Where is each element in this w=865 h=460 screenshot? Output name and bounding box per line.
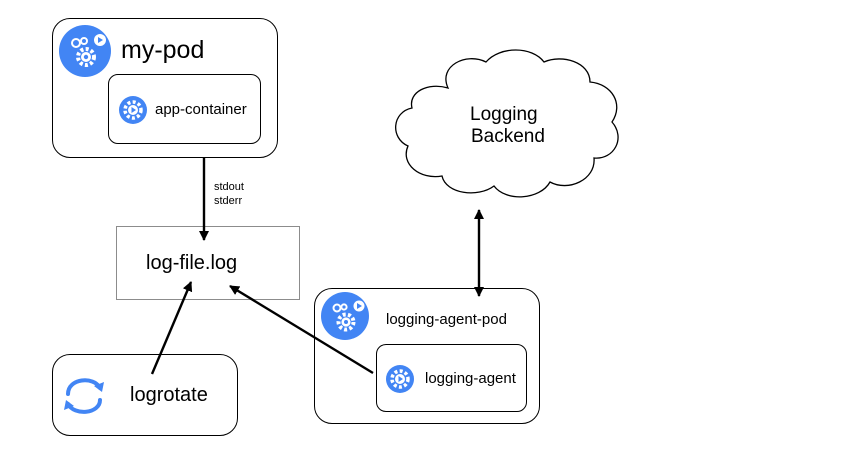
logging-agent-label: logging-agent [425,370,516,387]
stdout-label: stdout [214,181,244,193]
stderr-label: stderr [214,195,243,207]
cloud-shape [395,49,619,198]
logging-backend-label-1: Logging [470,104,538,125]
logrotate-label: logrotate [130,384,208,406]
my-pod-title: my-pod [121,36,205,64]
logging-backend-label-2: Backend [471,126,545,147]
logging-agent-pod-title: logging-agent-pod [386,311,507,328]
app-container-label: app-container [155,101,247,118]
log-file-label: log-file.log [146,252,238,274]
